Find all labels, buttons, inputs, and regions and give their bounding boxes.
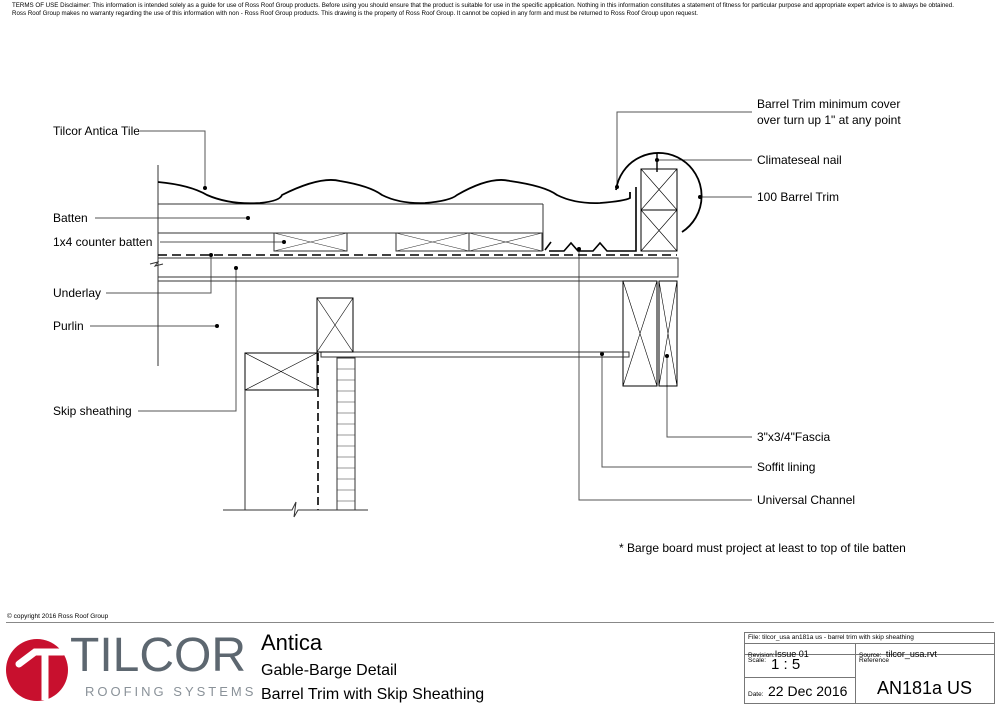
- leader-tile: [140, 130, 206, 188]
- label-barrel-cover-2: over turn up 1" at any point: [757, 113, 901, 127]
- purlin-board: [157, 257, 679, 278]
- antica-tile: [157, 179, 631, 205]
- logo-subtitle: ROOFING SYSTEMS: [85, 684, 257, 699]
- disclaimer-line-2: Ross Roof Group makes no warranty regard…: [12, 10, 699, 17]
- title-block: File: tilcor_usa an181a us - barrel trim…: [744, 632, 995, 704]
- barrel-trim: [615, 152, 703, 233]
- label-fascia: 3"x3/4"Fascia: [757, 430, 831, 444]
- universal-channel: [544, 187, 637, 252]
- label-barrel-cover-1: Barrel Trim minimum cover: [757, 97, 901, 111]
- tilcor-logo-mark: [6, 639, 68, 701]
- soffit-lining: [320, 351, 630, 358]
- product-title: Antica: [261, 630, 323, 655]
- counter-battens: [273, 232, 543, 252]
- leader-soffit: [601, 354, 752, 468]
- reference-label: Reference: [859, 657, 889, 664]
- source-value: tilcor_usa.rvt: [885, 649, 937, 659]
- revision-value: Issue 01: [774, 649, 809, 659]
- ground-break: [223, 501, 368, 518]
- label-barrel-trim: 100 Barrel Trim: [757, 190, 840, 204]
- leader-skip-sheathing: [138, 268, 237, 412]
- label-counter-batten: 1x4 counter batten: [53, 235, 153, 249]
- label-soffit: Soffit lining: [757, 460, 816, 474]
- label-batten: Batten: [53, 211, 88, 225]
- barge-note: * Barge board must project at least to t…: [619, 541, 906, 555]
- fascia: [622, 280, 678, 387]
- leader-fascia: [666, 356, 752, 438]
- detail-subtitle: Barrel Trim with Skip Sheathing: [261, 686, 485, 703]
- scale-value: 1 : 5: [771, 656, 801, 673]
- leader-underlay: [106, 255, 212, 294]
- divider: [6, 622, 994, 623]
- label-channel: Universal Channel: [757, 493, 856, 507]
- leader-barrel-cover: [616, 111, 752, 187]
- label-underlay: Underlay: [53, 286, 102, 300]
- label-nail: Climateseal nail: [757, 153, 842, 167]
- date-label: Date:: [748, 691, 764, 698]
- disclaimer-line-1: TERMS OF USE Disclaimer: This informatio…: [12, 2, 954, 9]
- source-label: Source:: [859, 652, 882, 659]
- label-tile: Tilcor Antica Tile: [53, 124, 140, 138]
- break-symbol: [149, 261, 164, 267]
- reference-value: AN181a US: [877, 678, 973, 698]
- revision-label: Revision:: [748, 652, 775, 659]
- file-value: tilcor_usa an181a us - barrel trim with …: [762, 634, 914, 641]
- copyright: © copyright 2016 Ross Roof Group: [7, 613, 109, 620]
- label-purlin: Purlin: [53, 319, 84, 333]
- detail-title: Gable-Barge Detail: [261, 662, 398, 679]
- date-value: 22 Dec 2016: [768, 683, 848, 699]
- scale-label: Scale:: [748, 657, 767, 664]
- logo-wordmark: TILCOR: [70, 629, 247, 682]
- leader-channel: [578, 249, 752, 501]
- cladding: [336, 357, 356, 511]
- barrel-blocks: [640, 168, 678, 252]
- label-skip-sheathing: Skip sheathing: [53, 404, 132, 418]
- file-label: File:: [748, 634, 761, 641]
- posts: [244, 297, 354, 391]
